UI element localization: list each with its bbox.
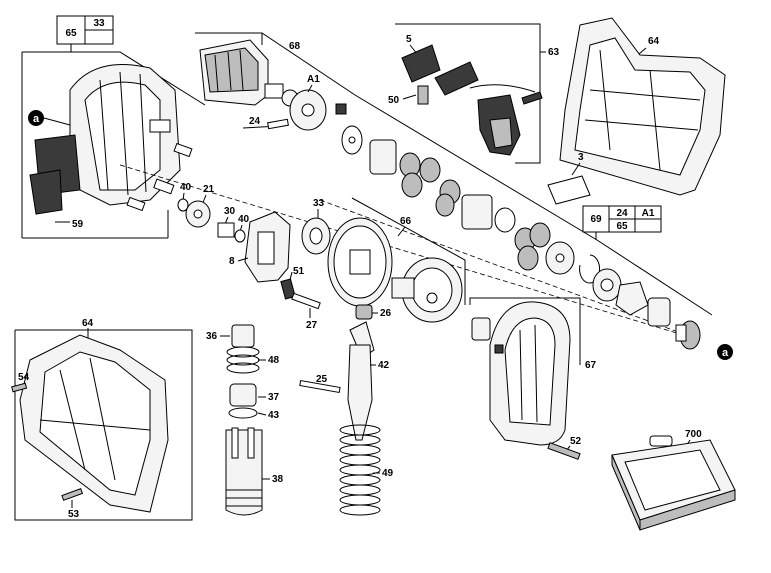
label-59: 59 xyxy=(72,219,84,230)
label-67: 67 xyxy=(585,360,597,371)
spring-49 xyxy=(339,424,381,516)
label-30: 30 xyxy=(224,206,236,217)
label-53: 53 xyxy=(68,509,80,520)
label-40b: 40 xyxy=(238,214,250,225)
housing-64-top: 64 xyxy=(559,17,726,196)
label-50: 50 xyxy=(388,95,400,106)
marker-a-right xyxy=(717,344,733,360)
label-66: 66 xyxy=(400,216,412,227)
label-64-top: 64 xyxy=(648,36,660,47)
label-48: 48 xyxy=(268,355,280,366)
label-42: 42 xyxy=(378,360,390,371)
label-51: 51 xyxy=(293,266,305,277)
ref-cell-65: 65 xyxy=(65,28,77,39)
label-52: 52 xyxy=(570,436,582,447)
motor-housing-part xyxy=(29,64,181,215)
label-43: 43 xyxy=(268,410,280,421)
marker-a-right-label: a xyxy=(722,347,729,359)
label-64-bottom: 64 xyxy=(82,318,94,329)
marker-a-top xyxy=(28,110,44,126)
label-68: 68 xyxy=(289,41,301,52)
label-49: 49 xyxy=(382,468,394,479)
marker-a-top-label: a xyxy=(33,113,40,125)
label-38: 38 xyxy=(272,474,284,485)
label-5: 5 xyxy=(406,34,412,45)
label-37: 37 xyxy=(268,392,280,403)
group-68-motor: 68 A1 24 xyxy=(195,32,356,131)
label-700: 700 xyxy=(685,429,702,440)
label-27: 27 xyxy=(306,320,318,331)
label-A1: A1 xyxy=(307,74,320,85)
label-36: 36 xyxy=(206,331,218,342)
label-25: 25 xyxy=(316,374,328,385)
reference-table-top: 65 33 xyxy=(56,15,114,52)
label-40a: 40 xyxy=(180,182,192,193)
label-24: 24 xyxy=(249,116,261,127)
ref-cell-24: 24 xyxy=(616,208,628,219)
label-63: 63 xyxy=(548,47,560,58)
reference-table-right: 69 24 A1 65 xyxy=(582,205,662,240)
ref-cell-33: 33 xyxy=(93,18,105,29)
ref-cell-69: 69 xyxy=(590,214,602,225)
label-8: 8 xyxy=(229,256,235,267)
group-box-64-bottom: 64 xyxy=(11,318,193,521)
ref-cell-65: 65 xyxy=(616,221,628,232)
label-3: 3 xyxy=(578,152,584,163)
carrying-case-700 xyxy=(611,435,736,531)
label-54: 54 xyxy=(18,372,30,383)
group-63-switch: 63 5 50 xyxy=(388,23,560,164)
label-26: 26 xyxy=(380,308,392,319)
ref-cell-A1: A1 xyxy=(642,208,655,219)
label-21: 21 xyxy=(203,184,215,195)
group-box-housing xyxy=(21,51,206,239)
label-33: 33 xyxy=(313,198,325,209)
gear-train-69 xyxy=(341,125,701,350)
